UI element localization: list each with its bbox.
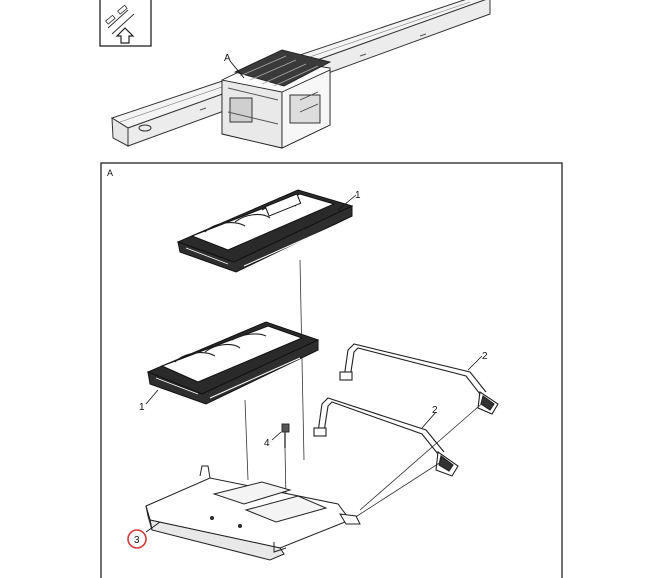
battery-unit — [221, 49, 332, 149]
detail-leader — [229, 60, 245, 79]
upper-module-leader — [337, 194, 357, 211]
lower-module — [146, 321, 320, 405]
strap-rear-leader — [467, 355, 483, 371]
strap-front-guide — [353, 459, 445, 519]
bolt — [281, 423, 290, 448]
strap-front-leader — [421, 411, 437, 429]
strap-rear — [339, 343, 499, 415]
callout-bolt: 4 — [264, 438, 270, 449]
detail-panel-label: A — [107, 168, 113, 178]
bolt-guide — [284, 447, 287, 501]
upper-module — [176, 189, 354, 273]
callout-lower-module: 1 — [139, 402, 145, 413]
lower-module-guide — [244, 399, 249, 481]
detail-panel — [100, 162, 563, 578]
callout-upper-module: 1 — [355, 190, 361, 201]
callout-tray: 3 — [134, 535, 140, 546]
bolt-leader — [271, 431, 282, 441]
callout-strap-front: 2 — [432, 405, 438, 416]
lower-module-leader — [145, 389, 159, 405]
tray — [145, 465, 361, 561]
highlight-ring — [127, 529, 147, 549]
detail-callout-a: A — [224, 53, 231, 64]
strap-rear-guide — [359, 399, 487, 511]
callout-strap-rear: 2 — [482, 351, 488, 362]
up-arrow-icon — [115, 27, 135, 44]
upper-module-guide — [299, 259, 305, 461]
strap-front — [313, 397, 459, 477]
tray-leader — [145, 521, 161, 533]
